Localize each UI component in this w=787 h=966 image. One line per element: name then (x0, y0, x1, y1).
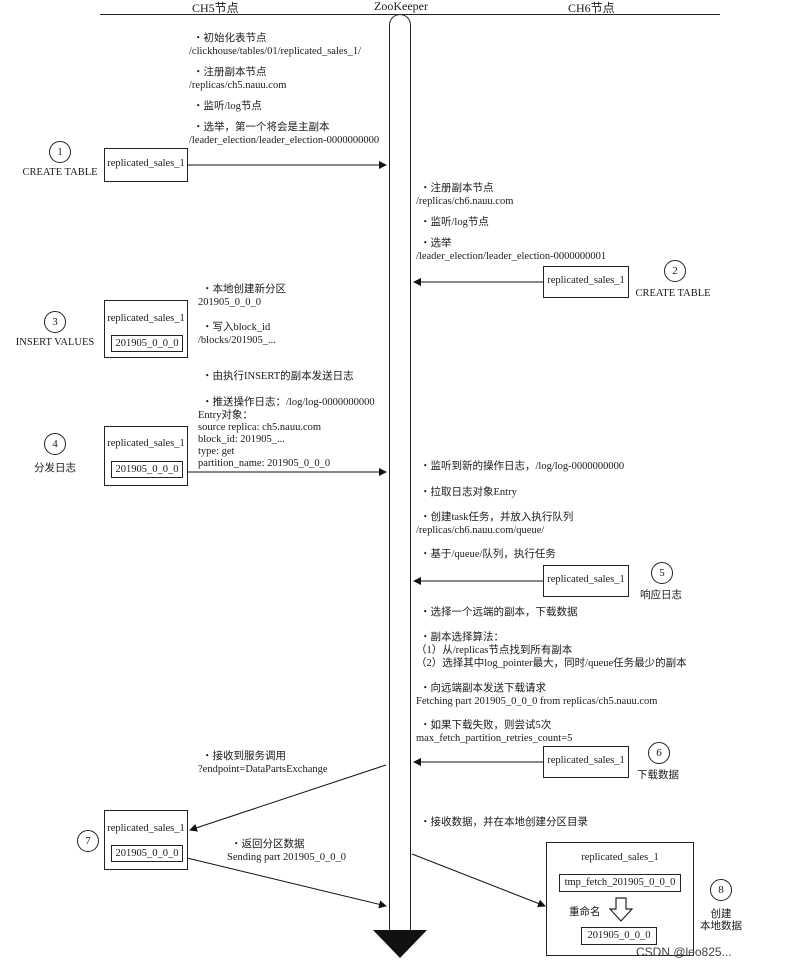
note-entry-type: type: get (198, 446, 235, 457)
note-entry-object: Entry对象： (198, 410, 253, 421)
note-fetching-part: Fetching part 201905_0_0_0 from replicas… (416, 696, 658, 707)
note-algo-step2: （2）选择其中log_pointer最大，同时/queue任务最少的副本 (416, 658, 687, 669)
ch5-table-box-7: replicated_sales_1 201905_0_0_0 (104, 810, 188, 870)
table-name: replicated_sales_1 (581, 852, 659, 863)
rename-arrow-icon (609, 897, 633, 922)
note-return-part: ・返回分区数据 (231, 839, 305, 850)
zookeeper-header: ZooKeeper (374, 0, 428, 13)
table-name: replicated_sales_1 (107, 313, 185, 324)
note-queue-path: /replicas/ch6.nauu.com/queue/ (416, 525, 545, 536)
note-endpoint: ?endpoint=DataPartsExchange (198, 764, 328, 775)
note-init-table: ・初始化表节点 (193, 33, 267, 44)
note-election-first: ・选举，第一个将会是主副本 (193, 122, 330, 133)
note-retry-count: max_fetch_partition_retries_count=5 (416, 733, 573, 744)
note-entry-block: block_id: 201905_... (198, 434, 285, 445)
ch5-header: CH5节点 (192, 1, 239, 15)
arrow-send-part (186, 857, 387, 909)
note-register-replica-ch6: ・注册副本节点 (420, 183, 494, 194)
ch6-header: CH6节点 (568, 1, 615, 15)
step-8-label-line2: 本地数据 (700, 921, 742, 932)
note-election-path-1: /leader_election/leader_election-0000000… (416, 251, 607, 262)
partition-box: 201905_0_0_0 (111, 335, 183, 352)
partition-box: 201905_0_0_0 (581, 927, 657, 945)
step-2-badge: 2 (664, 260, 686, 282)
tmp-fetch-part-box: tmp_fetch_201905_0_0_0 (559, 874, 681, 892)
partition-box: 201905_0_0_0 (111, 845, 183, 862)
table-name: replicated_sales_1 (547, 755, 625, 766)
note-watch-new-log: ・监听到新的操作日志，/log/log-0000000000 (420, 461, 625, 472)
step-1-badge: 1 (49, 141, 71, 163)
table-name: replicated_sales_1 (107, 823, 185, 834)
ch6-table-box-6: replicated_sales_1 (543, 746, 629, 778)
note-create-partition: ・本地创建新分区 (202, 284, 286, 295)
note-replica-path-ch5: /replicas/ch5.nauu.com (189, 80, 287, 91)
note-watch-log-ch6: ・监听/log节点 (420, 217, 489, 228)
note-entry-partition: partition_name: 201905_0_0_0 (198, 458, 331, 469)
note-election: ・选举 (420, 238, 452, 249)
note-write-block-id: ・写入block_id (202, 322, 271, 333)
note-receive-data: ・接收数据，并在本地创建分区目录 (420, 817, 588, 828)
note-select-algo: ・副本选择算法： (420, 632, 504, 643)
step-8-label-line1: 创建 (710, 909, 732, 920)
note-block-path: /blocks/201905_... (198, 335, 276, 346)
step-4-badge: 4 (44, 433, 66, 455)
note-retry: ・如果下载失败，则尝试5次 (420, 720, 552, 731)
ch6-table-box-5: replicated_sales_1 (543, 565, 629, 597)
note-table-path: /clickhouse/tables/01/replicated_sales_1… (189, 46, 362, 57)
note-pull-entry: ・拉取日志对象Entry (420, 487, 517, 498)
note-algo-step1: （1）从/replicas节点找到所有副本 (416, 645, 573, 656)
zookeeper-time-arrow (373, 930, 427, 958)
note-send-request: ・向远端副本发送下载请求 (420, 683, 546, 694)
ch6-local-data-box: replicated_sales_1 tmp_fetch_201905_0_0_… (546, 842, 694, 956)
partition-box: 201905_0_0_0 (111, 461, 183, 478)
table-name: replicated_sales_1 (547, 275, 625, 286)
note-replica-path-ch6: /replicas/ch6.nauu.com (416, 196, 514, 207)
step-3-badge: 3 (44, 311, 66, 333)
table-name: replicated_sales_1 (107, 158, 185, 169)
note-choose-remote: ・选择一个远端的副本，下载数据 (420, 607, 578, 618)
table-name: replicated_sales_1 (547, 574, 625, 585)
note-create-task: ・创建task任务，并放入执行队列 (420, 512, 574, 523)
step-6-label: 下载数据 (637, 770, 679, 781)
ch5-table-box-4: replicated_sales_1 201905_0_0_0 (104, 426, 188, 486)
step-1-label: CREATE TABLE (22, 167, 98, 178)
header-divider (100, 14, 720, 15)
zookeeper-lifeline (389, 14, 411, 932)
step-2-label: CREATE TABLE (635, 288, 711, 299)
note-election-path-0: /leader_election/leader_election-0000000… (189, 135, 380, 146)
watermark: CSDN @leo825... (636, 945, 732, 959)
note-register-replica: ・注册副本节点 (193, 67, 267, 78)
arrow-to-ch5-fetch (189, 764, 387, 832)
table-name: replicated_sales_1 (107, 438, 185, 449)
step-5-badge: 5 (651, 562, 673, 584)
step-4-label: 分发日志 (34, 463, 76, 474)
ch6-table-box-2: replicated_sales_1 (543, 266, 629, 298)
step-6-badge: 6 (648, 742, 670, 764)
note-exec-queue: ・基于/queue/队列，执行任务 (420, 549, 556, 560)
note-receive-call: ・接收到服务调用 (202, 751, 286, 762)
note-entry-source: source replica: ch5.nauu.com (198, 422, 322, 433)
note-send-log: ・由执行INSERT的副本发送日志 (202, 371, 354, 382)
rename-label: 重命名 (569, 907, 601, 918)
note-sending-part: Sending part 201905_0_0_0 (227, 852, 346, 863)
note-push-log: ・推送操作日志：/log/log-0000000000 (202, 397, 375, 408)
step-7-badge: 7 (77, 830, 99, 852)
note-partition-id: 201905_0_0_0 (198, 297, 261, 308)
ch5-table-box-3: replicated_sales_1 201905_0_0_0 (104, 300, 188, 358)
step-8-badge: 8 (710, 879, 732, 901)
arrow-to-ch6-local (411, 853, 546, 908)
step-3-label: INSERT VALUES (15, 337, 95, 348)
ch5-table-box-1: replicated_sales_1 (104, 148, 188, 182)
step-5-label: 响应日志 (640, 590, 682, 601)
note-watch-log: ・监听/log节点 (193, 101, 262, 112)
